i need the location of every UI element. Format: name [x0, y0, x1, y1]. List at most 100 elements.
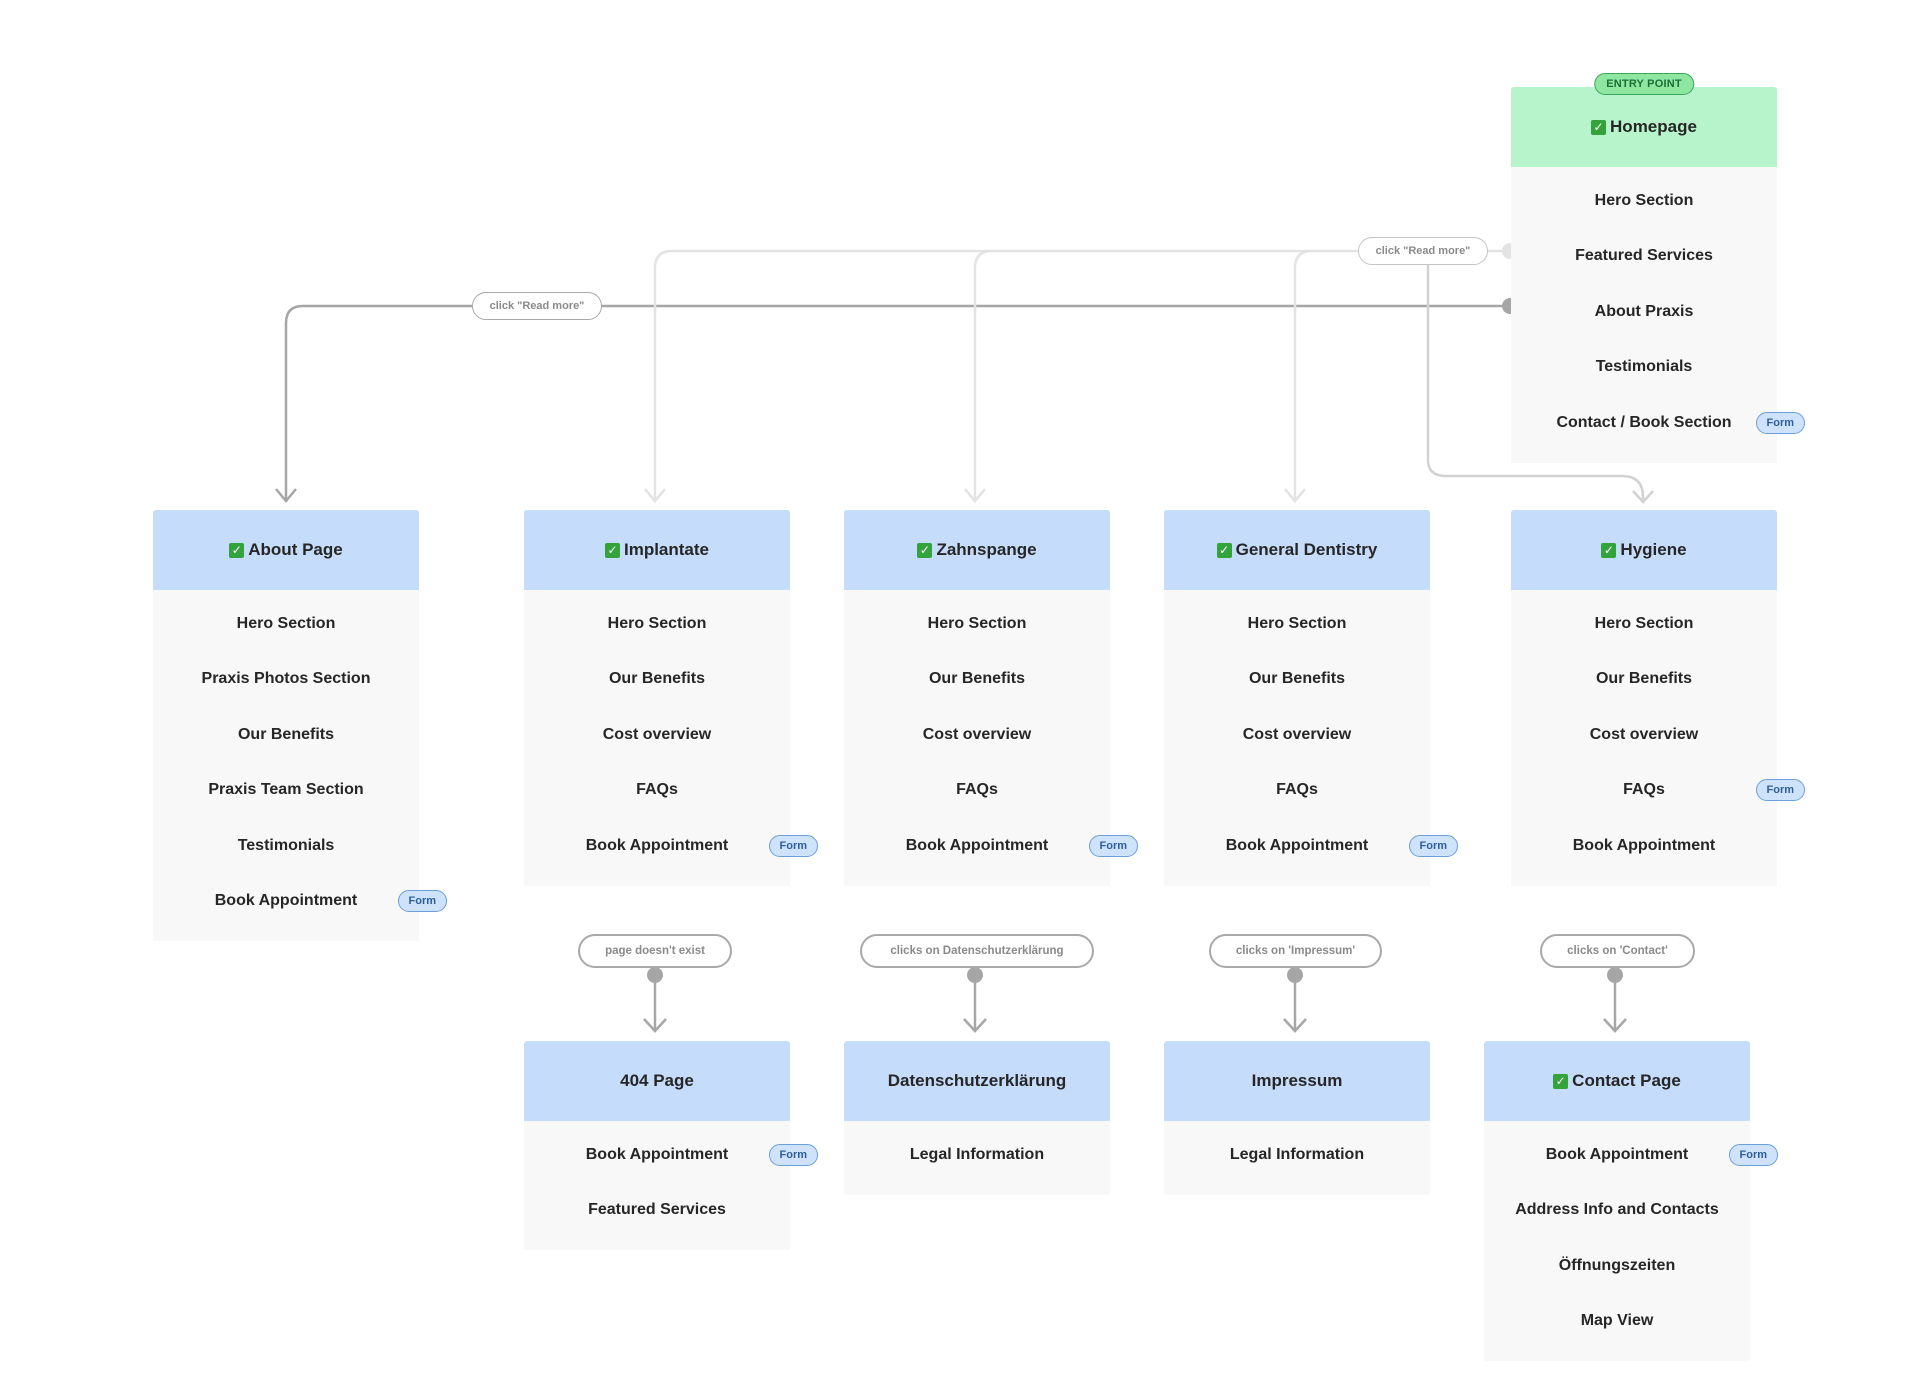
general-dentistry-header: ✓General Dentistry — [1164, 510, 1430, 590]
checkmark-icon: ✓ — [1591, 119, 1607, 135]
about-page-sections: Hero Section Praxis Photos Section Our B… — [153, 590, 447, 941]
datenschutz-sections: Legal Information — [844, 1121, 1110, 1195]
about-page-card: ✓About Page Hero Section Praxis Photos S… — [153, 510, 447, 941]
checkmark-icon: ✓ — [604, 542, 620, 558]
arrowhead-404 — [643, 1018, 667, 1033]
section-faqs: FAQs — [1276, 781, 1318, 799]
hygiene-sections: Hero Section Our Benefits Cost overview … — [1511, 590, 1805, 886]
section-address-contacts: Address Info and Contacts — [1515, 1201, 1719, 1219]
section-faqs: FAQs — [636, 781, 678, 799]
zahnspange-sections: Hero Section Our Benefits Cost overview … — [844, 590, 1138, 886]
section-our-benefits: Our Benefits — [608, 670, 705, 688]
entry-point-badge: ENTRY POINT — [1594, 73, 1694, 95]
section-legal-information: Legal Information — [909, 1145, 1045, 1163]
label-click-datenschutz: clicks on Datenschutzerklärung — [860, 934, 1094, 968]
card-title: 404 Page — [620, 1071, 694, 1090]
arrowhead-contact — [1603, 1018, 1627, 1033]
section-opening-hours: Öffnungszeiten — [1558, 1256, 1676, 1274]
homepage-card: ENTRY POINT ✓Homepage Hero Section Featu… — [1511, 73, 1805, 463]
checkmark-icon: ✓ — [917, 542, 933, 558]
card-title: Datenschutzerklärung — [887, 1071, 1067, 1090]
form-badge: Form — [1755, 411, 1805, 434]
section-praxis-team: Praxis Team Section — [208, 781, 364, 799]
section-our-benefits: Our Benefits — [928, 670, 1025, 688]
section-hero: Hero Section — [1594, 614, 1694, 632]
card-title: Hygiene — [1620, 540, 1687, 559]
section-hero: Hero Section — [607, 614, 707, 632]
checkmark-icon: ✓ — [1601, 542, 1617, 558]
arrowhead-about — [275, 488, 297, 503]
card-title: Homepage — [1610, 117, 1697, 136]
section-cost-overview: Cost overview — [922, 725, 1032, 743]
zahnspange-card: ✓Zahnspange Hero Section Our Benefits Co… — [844, 510, 1138, 886]
datenschutz-header: Datenschutzerklärung — [844, 1041, 1110, 1121]
arrowhead-datenschutz — [963, 1018, 987, 1033]
form-badge: Form — [1728, 1143, 1778, 1166]
form-badge: Form — [1408, 834, 1458, 857]
section-cost-overview: Cost overview — [602, 725, 712, 743]
hygiene-header: ✓Hygiene — [1511, 510, 1777, 590]
form-badge: Form — [768, 834, 818, 857]
section-about-praxis: About Praxis — [1594, 302, 1694, 320]
label-read-more-services: click "Read more" — [1358, 237, 1488, 265]
label-read-more-about: click "Read more" — [472, 292, 602, 320]
arrowhead-implantate — [644, 488, 666, 503]
connector-dot-404 — [647, 967, 663, 983]
card-title: Impressum — [1251, 1071, 1343, 1090]
implantate-card: ✓Implantate Hero Section Our Benefits Co… — [524, 510, 818, 886]
section-map-view: Map View — [1580, 1312, 1654, 1330]
section-faqs: FAQs — [956, 781, 998, 799]
about-page-header: ✓About Page — [153, 510, 419, 590]
section-hero: Hero Section — [927, 614, 1027, 632]
section-our-benefits: Our Benefits — [1248, 670, 1345, 688]
section-book-appointment: Book Appointment — [1572, 836, 1716, 854]
arrowhead-zahnspange — [964, 488, 986, 503]
general-dentistry-card: ✓General Dentistry Hero Section Our Bene… — [1164, 510, 1458, 886]
connector-dot-impressum — [1287, 967, 1303, 983]
section-testimonials: Testimonials — [237, 836, 335, 854]
arrowhead-general — [1284, 488, 1306, 503]
card-title: Zahnspange — [936, 540, 1037, 559]
arrowhead-impressum — [1283, 1018, 1307, 1033]
section-legal-information: Legal Information — [1229, 1145, 1365, 1163]
section-cost-overview: Cost overview — [1589, 725, 1699, 743]
impressum-sections: Legal Information — [1164, 1121, 1430, 1195]
section-cost-overview: Cost overview — [1242, 725, 1352, 743]
general-dentistry-sections: Hero Section Our Benefits Cost overview … — [1164, 590, 1458, 886]
section-praxis-photos: Praxis Photos Section — [201, 670, 371, 688]
card-title: Implantate — [623, 540, 710, 559]
connector-services-trunk — [653, 249, 1510, 500]
homepage-header: ENTRY POINT ✓Homepage — [1511, 73, 1777, 167]
datenschutz-card: Datenschutzerklärung Legal Information — [844, 1041, 1110, 1195]
impressum-card: Impressum Legal Information — [1164, 1041, 1430, 1195]
hygiene-card: ✓Hygiene Hero Section Our Benefits Cost … — [1511, 510, 1805, 886]
checkmark-icon: ✓ — [229, 542, 245, 558]
section-testimonials: Testimonials — [1595, 358, 1693, 376]
connector-dot-datenschutz — [967, 967, 983, 983]
section-hero: Hero Section — [1594, 191, 1694, 209]
section-featured-services: Featured Services — [1575, 247, 1713, 265]
homepage-sections: Hero Section Featured Services About Pra… — [1511, 167, 1805, 463]
card-title: About Page — [248, 540, 343, 559]
form-badge: Form — [397, 890, 447, 913]
page-404-header: 404 Page — [524, 1041, 790, 1121]
contact-page-header: ✓Contact Page — [1484, 1041, 1750, 1121]
form-badge: Form — [768, 1143, 818, 1166]
connector-zahnspange — [973, 249, 993, 500]
arrowhead-hygiene — [1632, 490, 1654, 504]
zahnspange-header: ✓Zahnspange — [844, 510, 1110, 590]
form-badge: Form — [1088, 834, 1138, 857]
checkmark-icon: ✓ — [1216, 542, 1232, 558]
section-our-benefits: Our Benefits — [1595, 670, 1692, 688]
